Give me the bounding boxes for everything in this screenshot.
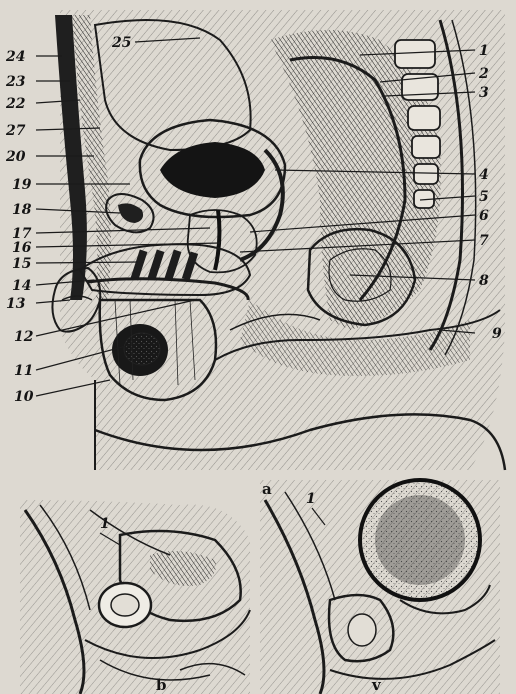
panel-v-drawing	[260, 480, 500, 694]
panel-label-b: b	[156, 676, 167, 694]
panel-a-drawing	[52, 10, 505, 470]
label-20: 20	[5, 149, 26, 165]
label-5: 5	[479, 189, 489, 205]
label-6: 6	[479, 208, 489, 224]
label-22: 22	[5, 96, 26, 112]
label-15: 15	[12, 256, 31, 272]
inset-v-label-1: 1	[306, 491, 316, 507]
panel-label-a: а	[262, 480, 272, 498]
label-24: 24	[5, 49, 25, 65]
label-11: 11	[14, 363, 33, 379]
label-10: 10	[14, 389, 34, 405]
label-12: 12	[14, 329, 34, 345]
label-14: 14	[12, 278, 31, 294]
panel-b-drawing	[20, 500, 250, 694]
label-7: 7	[479, 233, 489, 249]
label-16: 16	[12, 240, 32, 256]
label-27: 27	[5, 123, 26, 139]
label-3: 3	[479, 85, 489, 101]
label-18: 18	[12, 202, 32, 218]
inset-b-label-1: 1	[100, 516, 110, 532]
label-19: 19	[12, 177, 32, 193]
label-1: 1	[479, 43, 489, 59]
label-4: 4	[479, 167, 489, 183]
label-13: 13	[6, 296, 26, 312]
label-9: 9	[492, 326, 502, 342]
label-23: 23	[5, 74, 26, 90]
panel-label-v: v	[371, 676, 382, 694]
labels-left: 24 23 22 27 20 19 18 17 16 15 14 13 12 1…	[5, 49, 34, 405]
label-2: 2	[478, 66, 489, 82]
label-8: 8	[479, 273, 489, 289]
label-25: 25	[111, 35, 131, 51]
labels-top: 25	[111, 35, 131, 51]
